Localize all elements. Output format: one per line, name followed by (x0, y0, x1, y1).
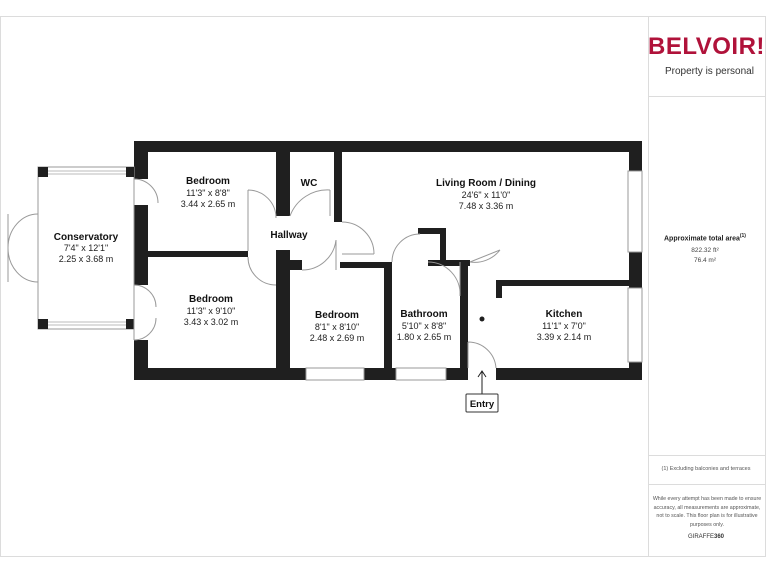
kitchen-imperial: 11'1" x 7'0" (542, 321, 586, 331)
entry-dot (479, 316, 485, 322)
door-wc (289, 189, 331, 217)
wall-wc-left (276, 152, 290, 216)
floor-plan: Entry Conservatory 7'4" x 12'1" 2.25 x 3… (7, 141, 643, 413)
wall-right-upper (629, 141, 642, 171)
door-bedroom1 (133, 178, 159, 205)
wall-hall-stub (290, 260, 302, 270)
wall-left-upper (134, 141, 148, 179)
conservatory-imperial: 7'4" x 12'1" (64, 243, 108, 253)
area-title-text: Approximate total area (664, 235, 740, 243)
wall-hall-left (276, 250, 290, 380)
door-swings (133, 178, 501, 369)
credit-prefix: GIRAFFE (687, 534, 714, 540)
bedroom3-metric: 2.48 x 2.69 m (310, 333, 365, 343)
wall-bedroom3-top (340, 262, 390, 268)
bedroom1-name: Bedroom (186, 176, 230, 187)
disclaimer: While every attempt has been made to ens… (652, 496, 762, 528)
conservatory-double-door (7, 213, 39, 283)
bedroom3-name: Bedroom (315, 310, 359, 321)
bedroom3-imperial: 8'1" x 8'10" (315, 322, 359, 332)
credit: GIRAFFE360 (650, 534, 762, 540)
wall-cupboard-right (440, 228, 446, 262)
window-bathroom (395, 367, 447, 381)
window-kitchen (627, 287, 643, 363)
conservatory-post-br (126, 319, 134, 329)
door-kitchen-living (469, 249, 501, 263)
conservatory-post-bl (38, 319, 48, 329)
conservatory-name: Conservatory (54, 232, 119, 243)
hallway-name: Hallway (270, 230, 308, 241)
side-panel-divider (648, 16, 649, 557)
bedroom1-imperial: 11'3" x 8'8" (186, 188, 230, 198)
door-entry (467, 341, 497, 369)
conservatory-metric: 2.25 x 3.68 m (59, 254, 114, 264)
footnote: (1) Excluding balconies and terraces (661, 466, 751, 472)
room-kitchen: Kitchen 11'1" x 7'0" 3.39 x 2.14 m (537, 309, 592, 342)
bedroom1-metric: 3.44 x 2.65 m (181, 199, 236, 209)
bathroom-imperial: 5'10" x 8'8" (402, 321, 446, 331)
room-bathroom: Bathroom 5'10" x 8'8" 1.80 x 2.65 m (397, 309, 452, 342)
bedroom2-imperial: 11'3" x 9'10" (187, 306, 236, 316)
bathroom-metric: 1.80 x 2.65 m (397, 332, 452, 342)
wall-bedrooms-divider (148, 251, 248, 257)
conservatory-door-frame (7, 214, 39, 282)
walls (134, 141, 642, 380)
bedroom2-metric: 3.43 x 3.02 m (184, 317, 239, 327)
conservatory-post-tl (38, 167, 48, 177)
brand-tagline: Property is personal (665, 66, 754, 77)
entry-box (465, 393, 499, 413)
conservatory-structure (7, 166, 135, 330)
wc-name: WC (301, 178, 318, 189)
conservatory-post-tr (126, 167, 134, 177)
entry-label: Entry (470, 399, 495, 410)
windows (305, 170, 643, 381)
door-bedroom2-hall (247, 256, 277, 286)
wall-bottom-left (134, 368, 306, 380)
wall-bottom-right (496, 368, 642, 380)
wall-top (134, 141, 642, 152)
door-bedroom2 (133, 284, 157, 341)
wall-kitchen-top (496, 280, 642, 286)
panel-separator-mid (649, 455, 766, 456)
bathroom-name: Bathroom (400, 309, 447, 320)
room-conservatory: Conservatory 7'4" x 12'1" 2.25 x 3.68 m (54, 232, 119, 264)
door-bathroom (427, 261, 461, 297)
wall-left-mid (134, 205, 148, 285)
wall-right-lower (629, 362, 642, 380)
kitchen-metric: 3.39 x 2.14 m (537, 332, 592, 342)
panel-separator-top (649, 96, 766, 97)
brand-logo: BELVOIR! (648, 33, 765, 60)
area-sqm: 76.4 m² (693, 257, 717, 264)
window-living (627, 170, 643, 253)
living-name: Living Room / Dining (436, 178, 536, 189)
panel-separator-low (649, 484, 766, 485)
area-sqft: 822.32 ft² (691, 247, 719, 254)
room-bedroom1: Bedroom 11'3" x 8'8" 3.44 x 2.65 m (181, 176, 236, 209)
wall-kitchen-left (496, 280, 502, 298)
bedroom2-name: Bedroom (189, 294, 233, 305)
door-cupboard (391, 233, 421, 263)
door-bedroom3 (301, 239, 337, 271)
wall-bath-right (460, 262, 468, 380)
wall-bedroom3-right (384, 262, 392, 380)
room-bedroom3: Bedroom 8'1" x 8'10" 2.48 x 2.69 m (310, 310, 365, 343)
page-frame (0, 16, 766, 557)
room-bedroom2: Bedroom 11'3" x 9'10" 3.43 x 3.02 m (184, 294, 239, 327)
kitchen-name: Kitchen (546, 309, 583, 320)
window-bedroom3 (305, 367, 365, 381)
door-living (341, 221, 375, 255)
wall-wc-right (334, 152, 342, 222)
living-imperial: 24'6" x 11'0" (462, 190, 511, 200)
wall-bath-top (428, 260, 470, 266)
door-bedroom1-hall (247, 189, 277, 251)
living-metric: 7.48 x 3.36 m (459, 201, 514, 211)
wall-right-mid (629, 252, 642, 288)
room-living: Living Room / Dining 24'6" x 11'0" 7.48 … (436, 178, 536, 211)
conservatory-glazing (48, 170, 126, 326)
area-title-footnote-mark: (1) (739, 233, 746, 239)
wall-cupboard-top (418, 228, 444, 234)
credit-bold: 360 (714, 534, 725, 540)
area-title: Approximate total area(1) (650, 233, 760, 242)
